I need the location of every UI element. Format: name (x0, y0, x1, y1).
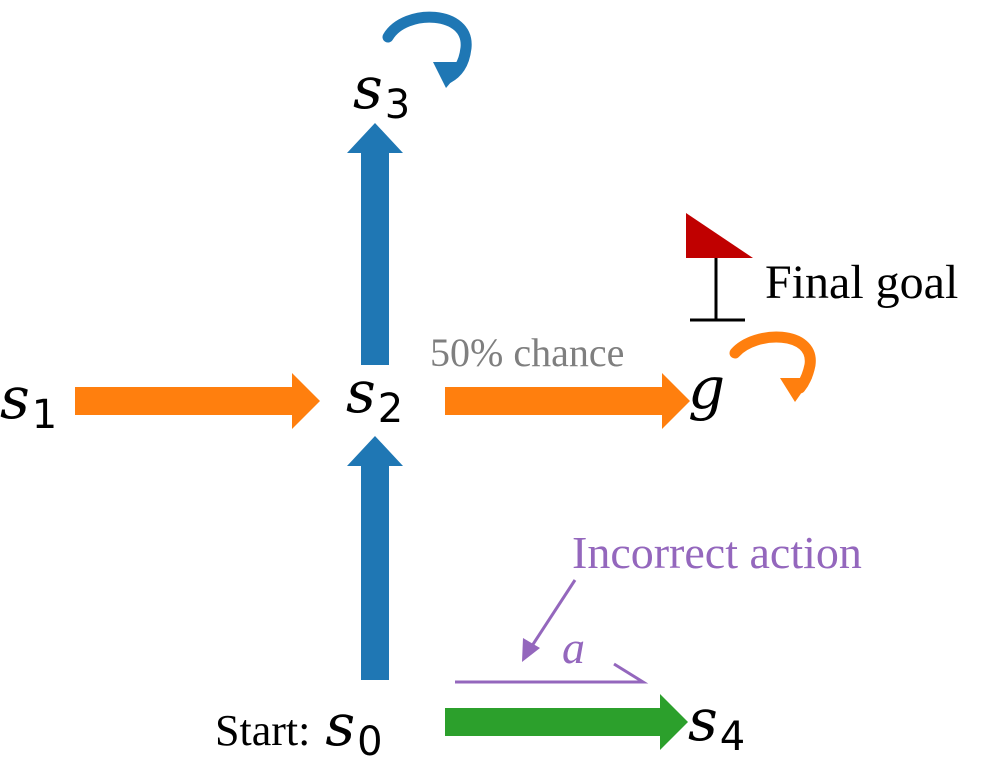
chance-label: 50% chance (430, 330, 624, 375)
action-symbol: a (562, 622, 585, 673)
arrow-s2-to-s3 (347, 123, 403, 365)
self-loop-g-head (780, 378, 812, 402)
self-loop-s3-head (433, 62, 468, 88)
arrow-s0-to-s4 (445, 694, 688, 750)
state-s2: s2 (346, 358, 403, 432)
incorrect-action-label: Incorrect action (572, 527, 862, 578)
state-s3: s3 (353, 54, 410, 128)
state-g: g (688, 354, 725, 422)
arrow-s2-to-g (445, 373, 690, 429)
state-s1: s1 (0, 364, 57, 438)
flag-icon (686, 213, 753, 322)
action-a-mark (455, 662, 649, 684)
state-s0: Start: s0 (215, 691, 383, 765)
state-s4: s4 (688, 686, 745, 760)
final-goal-label: Final goal (765, 256, 958, 309)
incorrect-action-pointer-head (522, 638, 540, 662)
incorrect-action-pointer (526, 579, 577, 653)
arrow-s1-to-s2 (75, 373, 320, 429)
arrow-s0-to-s2 (347, 436, 403, 680)
